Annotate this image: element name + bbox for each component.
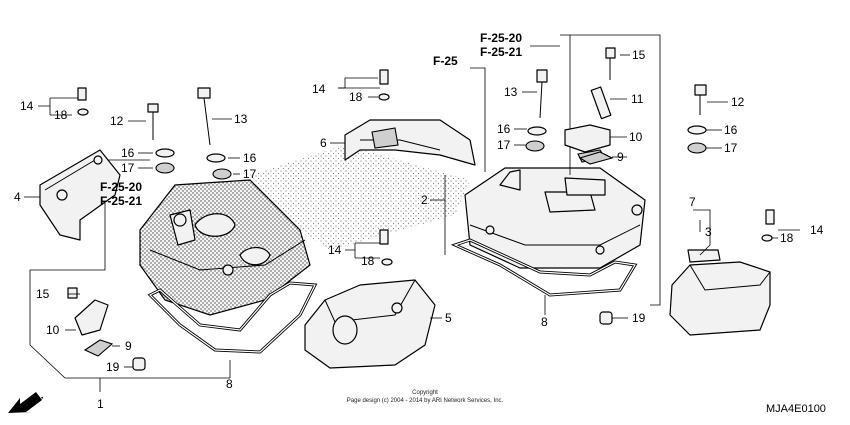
callout-17-c: 17 bbox=[497, 138, 511, 152]
cover-4 bbox=[39, 149, 121, 241]
callout-1: 1 bbox=[97, 397, 104, 411]
callout-11: 11 bbox=[631, 92, 644, 106]
cover-7 bbox=[669, 249, 771, 336]
head-cover-2 bbox=[464, 167, 646, 269]
ref-f-25-21-left[interactable]: F-25-21 bbox=[100, 194, 142, 208]
callout-18-c: 18 bbox=[361, 254, 375, 268]
callout-16-a: 16 bbox=[121, 146, 135, 160]
callout-18-b: 18 bbox=[349, 90, 363, 104]
callout-13-left: 13 bbox=[234, 112, 248, 126]
copyright-line-1: Copyright bbox=[412, 390, 438, 396]
callout-15-left: 15 bbox=[36, 287, 50, 301]
callout-10-left: 10 bbox=[46, 323, 60, 337]
callout-18-d: 18 bbox=[780, 231, 794, 245]
callout-16-c: 16 bbox=[497, 122, 511, 136]
callout-5: 5 bbox=[445, 311, 452, 325]
diagram-code: MJA4E0100 bbox=[766, 403, 826, 415]
copyright-line-2: Page design (c) 2004 - 2014 by ARI Netwo… bbox=[347, 398, 504, 404]
callout-6: 6 bbox=[320, 136, 327, 150]
callout-4: 4 bbox=[14, 190, 21, 204]
gasket-8-right bbox=[450, 238, 638, 297]
ref-f-25-20-left[interactable]: F-25-20 bbox=[100, 180, 142, 194]
callout-16-d: 16 bbox=[724, 123, 738, 137]
callout-13-right: 13 bbox=[504, 85, 518, 99]
callout-9-left: 9 bbox=[125, 339, 132, 353]
projection-shading bbox=[250, 145, 470, 250]
callout-14-b: 14 bbox=[312, 82, 326, 96]
callout-17-d: 17 bbox=[724, 141, 738, 155]
ref-f-25-21-top[interactable]: F-25-21 bbox=[480, 45, 522, 59]
callout-14-d: 14 bbox=[810, 223, 824, 237]
callout-2: 2 bbox=[421, 193, 428, 207]
callout-12-right: 12 bbox=[731, 95, 745, 109]
callout-17-b: 17 bbox=[243, 167, 257, 181]
ref-f-25[interactable]: F-25 bbox=[433, 54, 458, 68]
callout-3: 3 bbox=[705, 225, 712, 239]
assembly-2-outline bbox=[430, 34, 661, 306]
callout-7: 7 bbox=[689, 195, 696, 209]
callout-19-left: 19 bbox=[106, 360, 120, 374]
callout-12-left: 12 bbox=[110, 114, 124, 128]
assembly-1-outline bbox=[29, 159, 230, 392]
cover-6 bbox=[344, 119, 476, 166]
callout-15-right: 15 bbox=[632, 48, 646, 62]
gasket-8-left bbox=[147, 281, 318, 354]
callout-14-a: 14 bbox=[20, 99, 34, 113]
callout-8-left: 8 bbox=[226, 377, 233, 391]
head-cover-left bbox=[139, 179, 311, 316]
breather-10-11 bbox=[564, 86, 612, 163]
callout-8-right: 8 bbox=[541, 315, 548, 329]
cover-5 bbox=[304, 279, 436, 369]
ref-f-25-20-top[interactable]: F-25-20 bbox=[480, 31, 522, 45]
callout-9-right: 9 bbox=[617, 150, 624, 164]
callout-19-right: 19 bbox=[632, 311, 646, 325]
callout-18-a: 18 bbox=[54, 108, 68, 122]
fasteners bbox=[67, 47, 775, 371]
callout-14-c: 14 bbox=[328, 243, 342, 257]
callout-10-right: 10 bbox=[629, 130, 643, 144]
front-direction-arrow bbox=[8, 392, 42, 413]
callout-16-b: 16 bbox=[243, 151, 257, 165]
callout-17-a: 17 bbox=[121, 161, 135, 175]
leader-lines bbox=[24, 45, 800, 378]
